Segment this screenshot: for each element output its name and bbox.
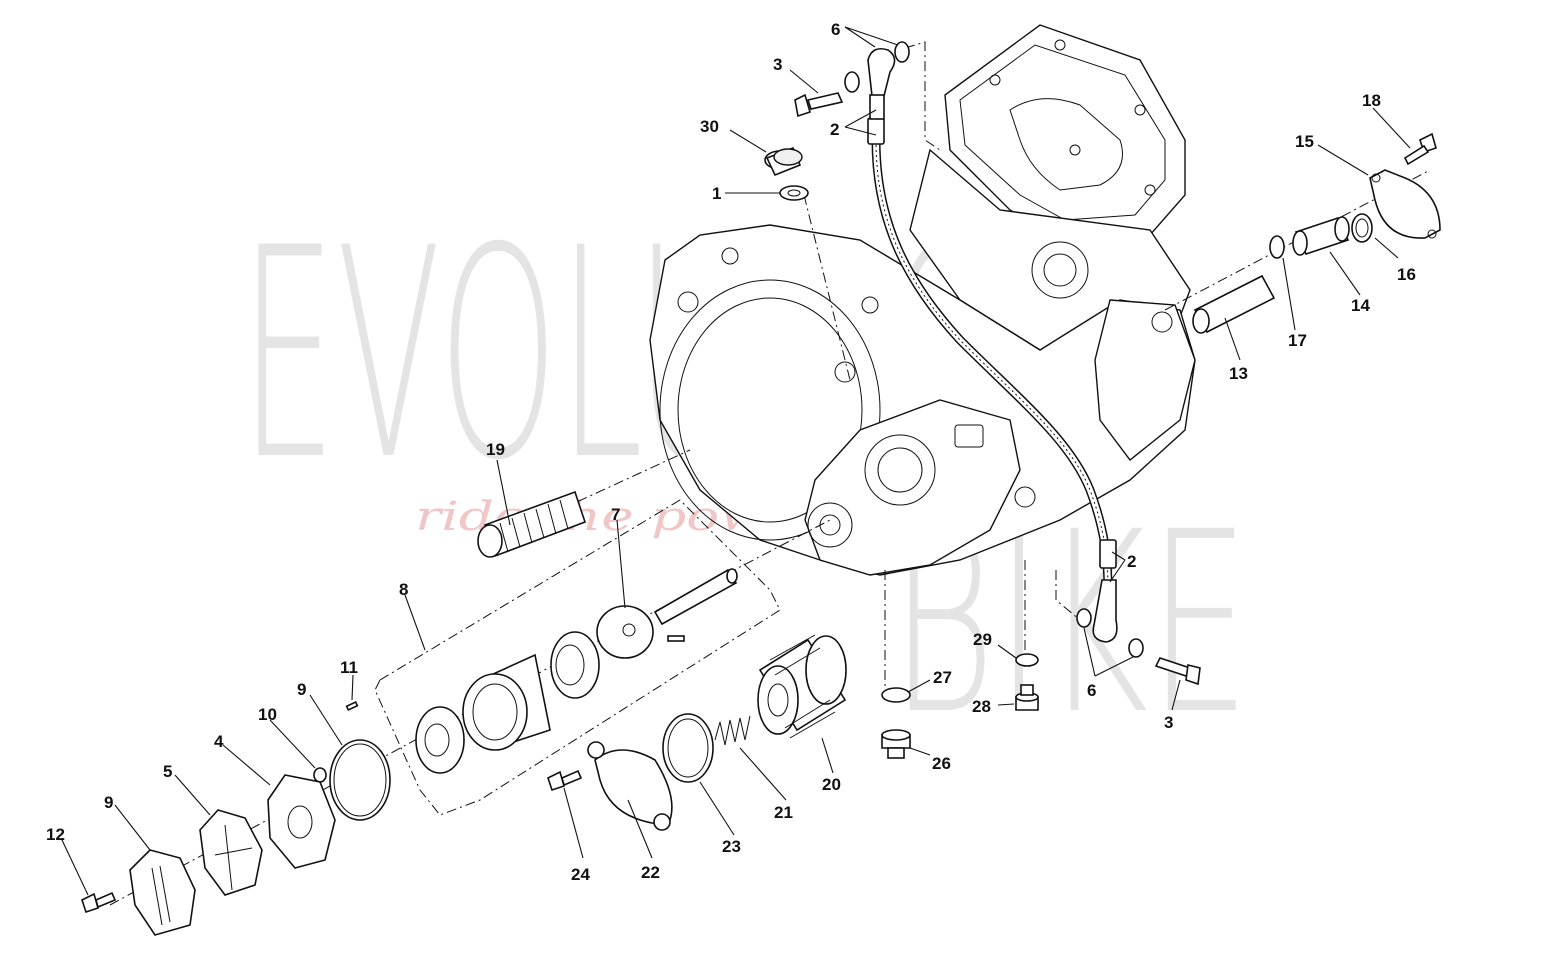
oil-hose [867, 47, 1118, 643]
callout-3-top: 3 [773, 55, 782, 74]
callout-1: 1 [712, 184, 721, 203]
oring-17 [1351, 213, 1373, 243]
callout-16: 15 [1295, 132, 1314, 151]
callout-4: 4 [214, 732, 224, 751]
callout-27: 27 [933, 668, 952, 687]
engine-block [649, 24, 1196, 576]
plate-4 [267, 774, 336, 869]
bolt-13 [81, 891, 117, 914]
callout-5: 5 [163, 762, 172, 781]
filter-cover-23 [594, 749, 673, 826]
callout-14: 13 [1229, 364, 1248, 383]
callout-20: 19 [486, 440, 505, 459]
callout-8: 8 [399, 580, 408, 599]
crankcase [649, 224, 1196, 576]
callout-10: 9 [297, 680, 306, 699]
plug-28 [1015, 684, 1039, 711]
bolt-25 [547, 769, 583, 792]
filter-screen-20 [477, 490, 587, 558]
washer-6c [1076, 608, 1092, 628]
cover-16 [1369, 169, 1441, 239]
callout-6-top: 6 [831, 20, 840, 39]
strainer-15 [1292, 216, 1350, 256]
oil-filter-21 [757, 634, 847, 739]
washer-1 [779, 185, 809, 201]
callout-19: 18 [1362, 91, 1381, 110]
washer-6b [894, 41, 910, 63]
callout-12: 11 [340, 658, 358, 677]
callout-2-top: 2 [830, 120, 839, 139]
callout-9: 9 [104, 793, 113, 812]
pump-shaft-7 [596, 568, 738, 659]
callout-18: 17 [1288, 331, 1307, 350]
callout-11: 10 [258, 705, 277, 724]
bolt-19 [1403, 132, 1437, 166]
callout-2-bottom: 2 [1127, 552, 1136, 571]
spring-22 [714, 715, 751, 746]
washer-27 [881, 687, 911, 703]
oring-11 [313, 767, 327, 783]
oil-filler-cap [764, 146, 803, 177]
oring-24 [662, 713, 714, 783]
pump-body [462, 653, 551, 751]
callout-28: 28 [972, 697, 991, 716]
cylinder-head-cover [944, 24, 1186, 241]
bolt-top [794, 92, 844, 118]
callout-labels: 6 3 2 30 1 18 15 16 14 17 13 19 7 8 2 6 … [46, 20, 1416, 884]
pin-12 [345, 701, 359, 711]
leader-lines [61, 26, 1411, 896]
callout-17: 16 [1397, 265, 1416, 284]
callout-25: 24 [571, 865, 590, 884]
callout-21: 20 [822, 775, 841, 794]
gasket-5 [199, 809, 263, 896]
oring-10 [329, 739, 391, 821]
tube-14 [1192, 274, 1276, 334]
callout-24: 23 [722, 837, 741, 856]
bolt-bottom [1154, 657, 1201, 686]
oring-18 [1269, 235, 1285, 259]
pump-rotor-outer [550, 631, 600, 699]
washer-6d [1128, 638, 1144, 658]
callout-30: 30 [700, 117, 719, 136]
callout-6-bottom: 6 [1087, 681, 1096, 700]
callout-26: 26 [932, 754, 951, 773]
callout-29: 29 [973, 630, 992, 649]
pump-rotor-inner [415, 706, 465, 774]
callout-7: 7 [611, 505, 620, 524]
callout-3-bottom: 3 [1164, 713, 1173, 732]
washer-29 [1015, 653, 1039, 667]
callout-13: 12 [46, 825, 65, 844]
washer-6a [844, 71, 860, 93]
callout-23: 22 [641, 863, 660, 882]
cover-9 [129, 849, 196, 936]
pump-housing [804, 399, 1021, 576]
callout-15: 14 [1351, 296, 1370, 315]
parts [81, 41, 1441, 936]
callout-22: 21 [774, 803, 793, 822]
